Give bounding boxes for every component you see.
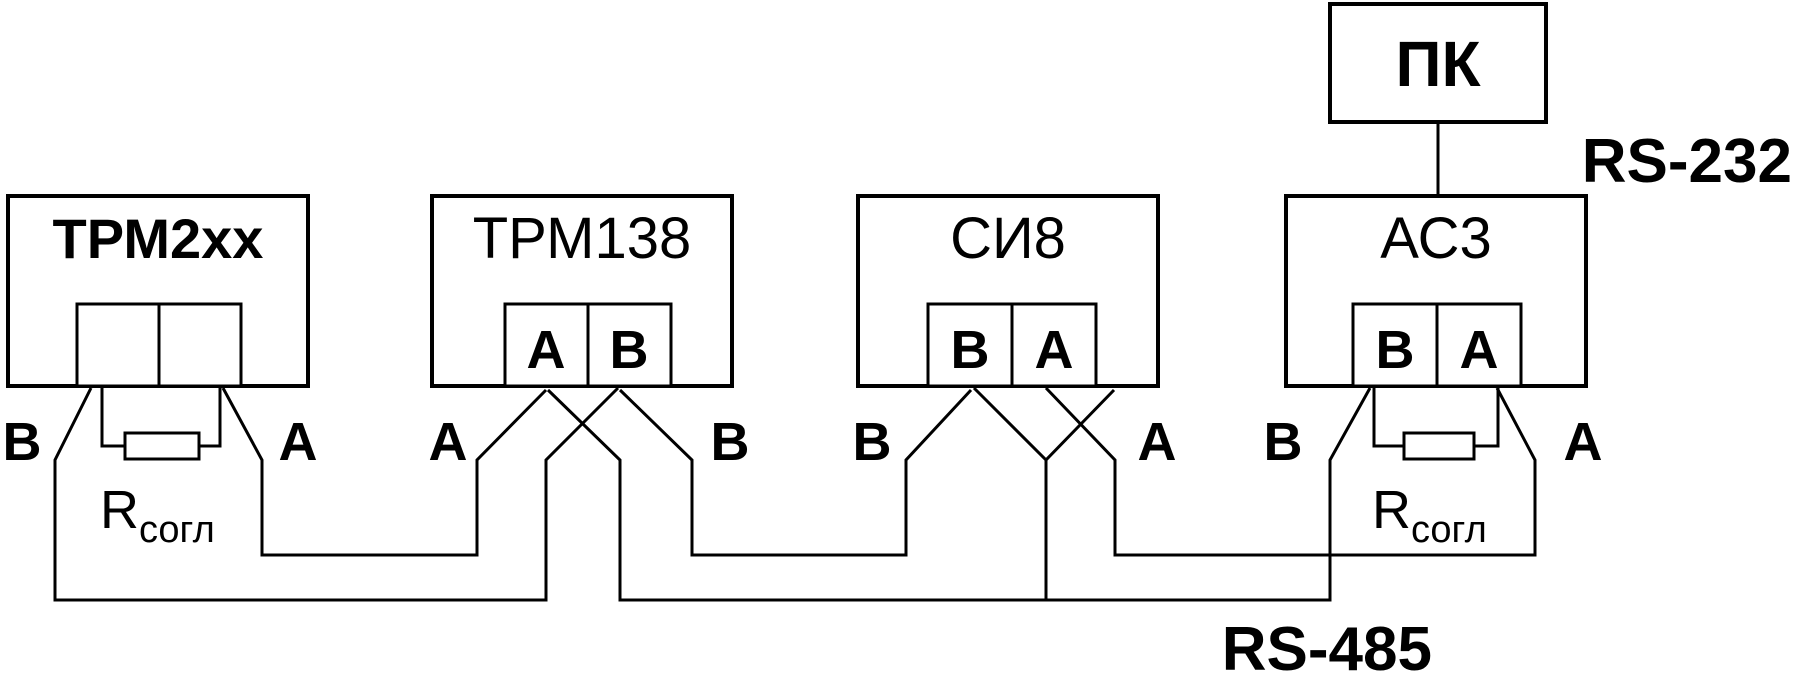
label-trm138-left: A — [429, 412, 468, 472]
label-si8-right: A — [1138, 412, 1177, 472]
wire-si8-b-ac3-b — [1044, 386, 1537, 557]
terminal-ac3-b-label: B — [1376, 320, 1415, 380]
resistor-left-body — [123, 431, 201, 461]
terminal-ac3-b — [1351, 302, 1439, 388]
label-trm138-right: B — [711, 412, 750, 472]
label-ac3-left: B — [1264, 412, 1303, 472]
wire-trm138-b-si8-b — [618, 388, 973, 557]
terminal-trm2xx-1 — [75, 302, 161, 388]
device-pc-label: ПК — [1395, 28, 1481, 100]
resistor-right: Rсогл — [1372, 388, 1500, 551]
device-trm2xx: ТРМ2хх — [6, 194, 310, 388]
svg-text:Rсогл: Rсогл — [100, 480, 215, 551]
wire-si8-a-ac3-a — [972, 386, 1372, 602]
terminal-si8-a — [1010, 302, 1098, 388]
resistor-left-r: R — [100, 480, 139, 540]
terminal-trm2xx-2 — [157, 302, 243, 388]
terminal-si8-b-label: B — [951, 320, 990, 380]
wire-trm2xx-b — [53, 386, 620, 602]
resistor-left: Rсогл — [100, 388, 222, 551]
device-pc: ПК — [1328, 2, 1548, 124]
terminal-si8-a-label: A — [1035, 320, 1074, 380]
resistor-right-body — [1402, 431, 1476, 461]
terminal-trm138-a-label: A — [527, 320, 566, 380]
label-trm2xx-left: B — [3, 412, 42, 472]
terminal-trm138-b — [586, 302, 673, 388]
label-ac3-right: A — [1564, 412, 1603, 472]
resistor-left-sub: согл — [139, 509, 215, 551]
line-labels: B A A B B A B A — [3, 412, 1603, 472]
terminal-ac3-a — [1435, 302, 1523, 388]
bus-wires — [53, 122, 1537, 602]
rs232-label: RS-232 — [1582, 127, 1792, 196]
wire-trm138-a-si8-a — [546, 388, 1116, 602]
device-ac3-label: АС3 — [1380, 206, 1492, 271]
device-trm2xx-label: ТРМ2хх — [53, 207, 264, 270]
terminal-trm138-a — [503, 302, 590, 388]
device-trm138: ТРМ138 A B — [430, 194, 734, 388]
device-ac3: АС3 B A — [1284, 194, 1588, 388]
label-si8-left: B — [853, 412, 892, 472]
label-trm2xx-right: A — [279, 412, 318, 472]
device-trm138-label: ТРМ138 — [473, 206, 692, 271]
device-si8: СИ8 B A — [856, 194, 1160, 388]
resistor-right-sub: согл — [1411, 509, 1487, 551]
resistor-right-r: R — [1372, 480, 1411, 540]
rs485-label: RS-485 — [1222, 615, 1432, 681]
wire-trm2xx-a — [221, 387, 548, 557]
device-si8-label: СИ8 — [950, 206, 1066, 271]
svg-text:Rсогл: Rсогл — [1372, 480, 1487, 551]
terminal-ac3-a-label: A — [1460, 320, 1499, 380]
terminal-si8-b — [926, 302, 1014, 388]
terminal-trm138-b-label: B — [610, 320, 649, 380]
